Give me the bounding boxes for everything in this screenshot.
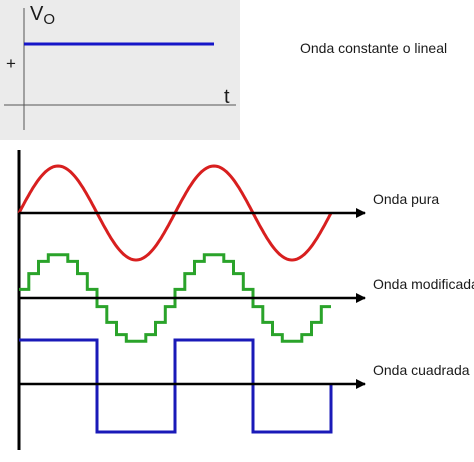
- constant-wave-panel: [0, 0, 240, 140]
- plus-sign: +: [6, 54, 16, 73]
- modified-wave-label: Onda modificada: [373, 276, 474, 292]
- constant-wave-caption: Onda constante o lineal: [300, 40, 447, 56]
- axis-y-label: VO: [30, 3, 55, 28]
- square-wave-curve: [19, 338, 333, 434]
- pure-wave-label: Onda pura: [373, 191, 439, 207]
- square-wave-label: Onda cuadrada: [373, 362, 470, 378]
- axis-x-label: t: [224, 86, 230, 108]
